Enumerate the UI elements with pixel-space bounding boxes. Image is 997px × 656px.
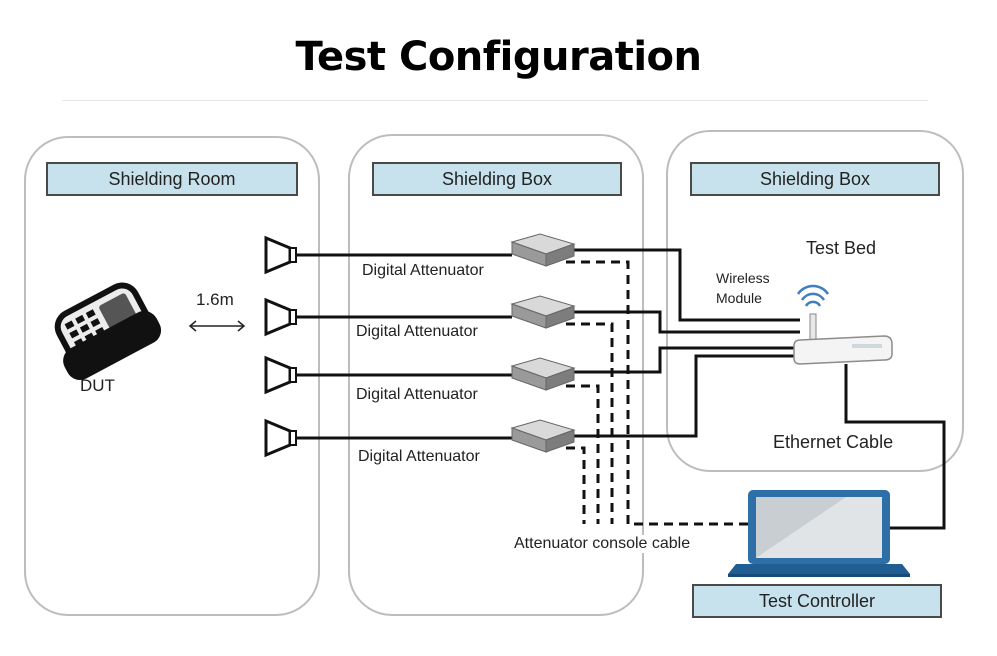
attenuator-icon [510, 233, 576, 267]
console-cable [566, 322, 614, 524]
wireless-module-label-line1: Wireless [716, 270, 770, 286]
title-divider [62, 100, 928, 101]
shielding-box-2-label: Shielding Box [690, 162, 940, 196]
test-bed-label: Test Bed [806, 238, 877, 258]
double-arrow-icon [188, 320, 246, 332]
antenna-icon [264, 418, 297, 458]
rf-cable [574, 310, 800, 334]
shielding-room-label: Shielding Room [46, 162, 298, 196]
attenuator-label: Digital Attenuator [356, 323, 478, 340]
router-icon [793, 313, 893, 365]
attenuator-icon [510, 419, 576, 453]
antenna-icon [264, 355, 297, 395]
rf-cable [574, 354, 800, 438]
dut-label: DUT [80, 376, 115, 395]
shielding-box-1-label: Shielding Box [372, 162, 622, 196]
console-cable [566, 446, 586, 524]
attenuator-label: Digital Attenuator [356, 386, 478, 403]
ethernet-cable [844, 364, 946, 530]
rf-cable [574, 248, 800, 322]
ethernet-cable-label: Ethernet Cable [773, 432, 894, 452]
attenuator-icon [510, 295, 576, 329]
console-cable [566, 260, 748, 526]
attenuator-label: Digital Attenuator [362, 262, 484, 279]
console-cable [566, 384, 600, 524]
attenuator-icon [510, 357, 576, 391]
console-cable-label: Attenuator console cable [512, 535, 693, 553]
distance-label: 1.6m [196, 290, 234, 309]
page-title: Test Configuration [295, 34, 703, 80]
wireless-module-label-line2: Module [716, 290, 762, 306]
payment-terminal-icon [54, 282, 162, 380]
laptop-icon [728, 490, 910, 577]
attenuator-label: Digital Attenuator [358, 448, 480, 465]
antenna-icon [264, 235, 297, 275]
wifi-signal-icon [796, 284, 830, 307]
test-controller-label: Test Controller [692, 584, 942, 618]
antenna-icon [264, 297, 297, 337]
rf-cable [574, 346, 800, 374]
